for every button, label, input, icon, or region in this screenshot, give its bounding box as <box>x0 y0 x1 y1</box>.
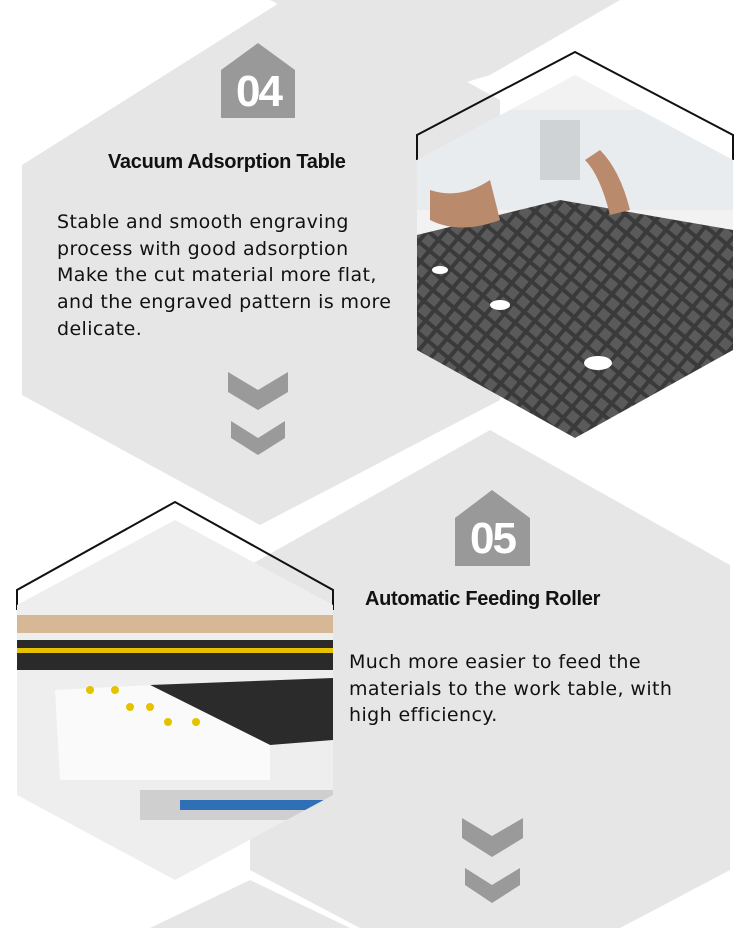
section-number: 05 <box>470 514 517 563</box>
image-05-frame <box>16 500 334 610</box>
section-04-number-badge: 04 <box>221 43 296 119</box>
vacuum-table-photo <box>417 75 733 438</box>
description-line: delicate. <box>57 317 143 340</box>
section-05-number-badge: 05 <box>455 490 530 566</box>
section-04-description: Stable and smooth engraving process with… <box>57 209 391 343</box>
bottom-hexagon <box>150 880 350 928</box>
section-05-description: Much more easier to feed the materials t… <box>349 649 672 729</box>
section-04-title: Vacuum Adsorption Table <box>108 151 346 173</box>
section-04-hexagon <box>22 0 500 525</box>
description-line: materials to the work table, with <box>349 677 673 700</box>
chevron-down-icon <box>462 818 523 857</box>
description-line: high efficiency. <box>349 704 498 727</box>
section-number: 04 <box>236 67 283 116</box>
chevron-down-icon <box>231 421 285 455</box>
badge-04-shape <box>221 43 295 118</box>
section-05-title: Automatic Feeding Roller <box>365 588 601 610</box>
image-04-frame <box>416 50 734 160</box>
badge-05-shape <box>455 490 530 566</box>
section-05-hexagon <box>250 430 730 928</box>
chevron-down-icon <box>228 372 288 410</box>
description-line: process with good adsorption <box>57 237 349 260</box>
description-line: and the engraved pattern is more <box>57 291 392 314</box>
description-line: Stable and smooth engraving <box>57 211 349 233</box>
description-line: Make the cut material more flat, <box>57 264 377 287</box>
description-line: Much more easier to feed the <box>349 651 641 673</box>
chevron-down-icon <box>465 868 520 903</box>
